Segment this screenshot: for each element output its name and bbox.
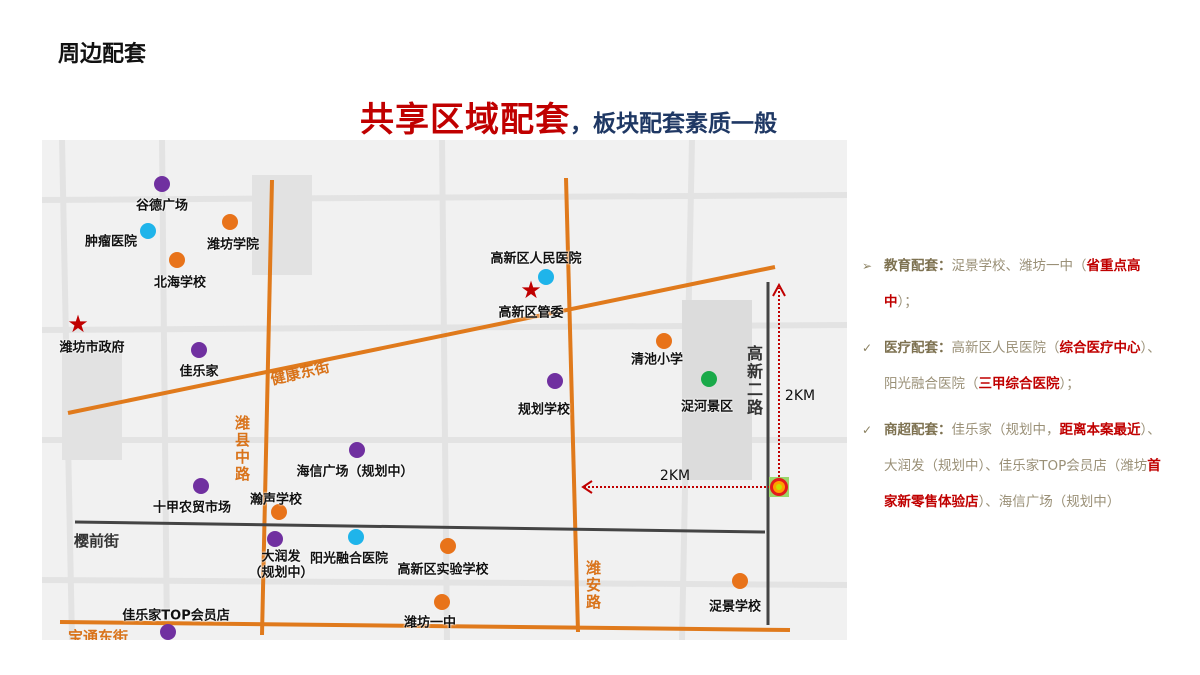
highlight-text: 三甲综合医院 bbox=[978, 376, 1060, 392]
poi-label: 十甲农贸市场 bbox=[152, 500, 232, 516]
highlight-text: 距离本案最近 bbox=[1059, 422, 1141, 438]
road-label-gaoxin2: 高新二路 bbox=[744, 345, 763, 417]
school-marker-icon[interactable] bbox=[434, 594, 450, 610]
map-roads bbox=[42, 140, 847, 640]
amenities-panel: ➢教育配套：浞景学校、潍坊一中（省重点高中）；✓医疗配套：高新区人民医院（综合医… bbox=[862, 248, 1162, 530]
star-icon[interactable]: ★ bbox=[520, 276, 542, 304]
amenity-text: ）、大润发（规划中）、佳乐家TOP会员店（潍坊 bbox=[884, 422, 1161, 474]
shopping-marker-icon[interactable] bbox=[154, 176, 170, 192]
amenity-text: ）、海信广场（规划中） bbox=[978, 494, 1121, 510]
scenic-area bbox=[682, 300, 752, 480]
highlight-text: 首家新零售体验店 bbox=[884, 458, 1161, 510]
poi-label: 海信广场（规划中） bbox=[296, 464, 414, 480]
poi-label: 阳光融合医院 bbox=[309, 551, 389, 567]
school-marker-icon[interactable] bbox=[656, 333, 672, 349]
school-marker-icon[interactable] bbox=[732, 573, 748, 589]
page-title: 周边配套 bbox=[58, 42, 147, 67]
highlight-text: 省重点高中 bbox=[884, 258, 1141, 310]
poi-label: 浞河景区 bbox=[680, 399, 734, 415]
hospital-marker-icon[interactable] bbox=[140, 223, 156, 239]
map[interactable]: 谷德广场肿瘤医院潍坊学院北海学校★潍坊市政府佳乐家高新区人民医院★高新区管委清池… bbox=[42, 140, 847, 640]
base-streets bbox=[42, 140, 847, 640]
school-marker-icon[interactable] bbox=[440, 538, 456, 554]
road-yingqian bbox=[74, 520, 766, 534]
headline-main: 共享区域配套 bbox=[360, 100, 570, 140]
road-label-weixian: 潍县中路 bbox=[233, 415, 251, 483]
poi-label: 规划学校 bbox=[517, 402, 571, 418]
shopping-marker-icon[interactable] bbox=[349, 442, 365, 458]
poi-sublabel: （规划中） bbox=[248, 565, 314, 581]
amenity-text: ）； bbox=[897, 294, 918, 310]
poi-label: 潍坊一中 bbox=[403, 615, 457, 631]
poi-label: 潍坊市政府 bbox=[59, 340, 125, 356]
shopping-marker-icon[interactable] bbox=[267, 531, 283, 547]
star-icon[interactable]: ★ bbox=[67, 310, 89, 338]
poi-label: 瀚声学校 bbox=[249, 492, 303, 508]
road-label-baotong: 宝通东街 bbox=[68, 628, 129, 640]
amenity-item: ➢ 教育配套：浞景学校、潍坊一中（省重点高中）； bbox=[862, 248, 1162, 320]
amenity-text: 佳乐家（规划中， bbox=[951, 422, 1060, 438]
bullet-icon: ➢ bbox=[862, 259, 873, 273]
poi-label: 潍坊学院 bbox=[206, 237, 260, 253]
bullet-icon: ✓ bbox=[862, 423, 873, 437]
amenity-label: 教育配套： bbox=[884, 258, 952, 274]
road-jiankang bbox=[67, 265, 776, 415]
highlight-text: 综合医疗中心 bbox=[1059, 340, 1141, 356]
poi-label: 肿瘤医院 bbox=[84, 234, 138, 250]
amenity-text: ）、阳光融合医院（ bbox=[884, 340, 1161, 392]
school-marker-icon[interactable] bbox=[222, 214, 238, 230]
road-weian bbox=[564, 177, 580, 633]
bullet-icon: ✓ bbox=[862, 341, 873, 355]
road-baotong bbox=[59, 620, 791, 632]
poi-label: 高新区人民医院 bbox=[490, 251, 582, 267]
poi-label: 北海学校 bbox=[153, 275, 207, 291]
distance-label-west: 2KM bbox=[659, 468, 691, 484]
poi-label: 佳乐家 bbox=[179, 364, 219, 380]
amenity-item: ✓ 商超配套：佳乐家（规划中，距离本案最近）、大润发（规划中）、佳乐家TOP会员店… bbox=[862, 412, 1162, 520]
shopping-marker-icon[interactable] bbox=[193, 478, 209, 494]
amenity-label: 商超配套： bbox=[884, 422, 952, 438]
school-marker-icon[interactable] bbox=[271, 504, 287, 520]
school-marker-icon[interactable] bbox=[169, 252, 185, 268]
scenic-marker-icon[interactable] bbox=[701, 371, 717, 387]
shopping-marker-icon[interactable] bbox=[160, 624, 176, 640]
hospital-marker-icon[interactable] bbox=[348, 529, 364, 545]
amenity-text: 高新区人民医院（ bbox=[951, 340, 1060, 356]
shopping-marker-icon[interactable] bbox=[547, 373, 563, 389]
poi-label: 佳乐家TOP会员店 bbox=[122, 608, 230, 624]
project-location-icon bbox=[769, 477, 789, 497]
hospital-marker-icon[interactable] bbox=[538, 269, 554, 285]
distance-label-north: 2KM bbox=[784, 388, 816, 404]
poi-label: 高新区管委 bbox=[498, 305, 564, 321]
road-label-weian: 潍安路 bbox=[584, 560, 602, 611]
amenity-label: 医疗配套： bbox=[884, 340, 952, 356]
poi-label: 清池小学 bbox=[630, 352, 684, 368]
poi-label: 浞景学校 bbox=[708, 599, 762, 615]
amenity-text: 浞景学校、潍坊一中（ bbox=[951, 258, 1087, 274]
road-label-yingqian: 樱前街 bbox=[74, 532, 120, 550]
arrow-north-icon bbox=[772, 282, 786, 297]
poi-label: 谷德广场 bbox=[135, 198, 189, 214]
amenity-text: ）； bbox=[1059, 376, 1080, 392]
road-weixian bbox=[260, 179, 274, 636]
poi-label: 高新区实验学校 bbox=[397, 562, 489, 578]
shopping-marker-icon[interactable] bbox=[191, 342, 207, 358]
headline-sub: ，板块配套素质一般 bbox=[570, 111, 777, 137]
arrow-west-icon bbox=[581, 480, 593, 494]
headline: 共享区域配套，板块配套素质一般 bbox=[360, 92, 777, 141]
amenity-item: ✓ 医疗配套：高新区人民医院（综合医疗中心）、阳光融合医院（三甲综合医院）； bbox=[862, 330, 1162, 402]
poi-label: 大润发 bbox=[261, 549, 301, 565]
